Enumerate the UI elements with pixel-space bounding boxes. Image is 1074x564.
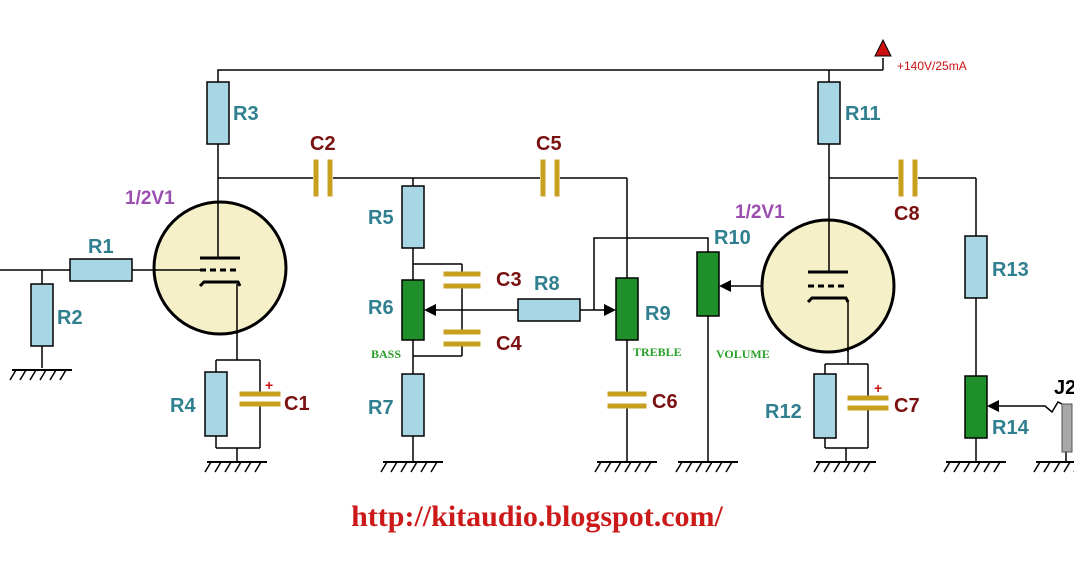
ground-symbol-stage2	[813, 461, 877, 473]
wiper-arrow-r10-icon	[719, 280, 731, 292]
ground-symbol-r14	[943, 461, 1007, 473]
label-r11: R11	[845, 103, 881, 125]
wiper-arrow-r14-icon	[987, 400, 999, 412]
potentiometer-r10	[696, 251, 720, 317]
resistor-r11	[817, 81, 841, 145]
label-r6: R6	[368, 297, 394, 319]
label-r5: R5	[368, 207, 394, 229]
label-treble: TREBLE	[633, 345, 682, 359]
wiper-arrow-r9-icon	[604, 304, 616, 316]
label-volume: VOLUME	[716, 347, 770, 361]
potentiometer-r9	[615, 277, 639, 341]
capacitor-c3	[443, 271, 481, 289]
label-c4: C4	[496, 333, 522, 355]
potentiometer-r14	[964, 375, 988, 439]
ground-symbol-c6	[594, 461, 658, 473]
ground-symbol-r10	[675, 461, 739, 473]
resistor-r7	[401, 373, 425, 437]
label-c3: C3	[496, 269, 522, 291]
tube-label-left: 1/2V1	[125, 188, 175, 209]
resistor-r1	[69, 258, 133, 282]
resistor-r5	[401, 185, 425, 249]
capacitor-c6	[607, 391, 647, 409]
ground-symbol-r7	[380, 461, 444, 473]
resistor-r2	[30, 283, 54, 347]
tube-v1-right	[760, 218, 896, 354]
resistor-r3	[206, 81, 230, 145]
wiper-arrow-r6-icon	[424, 304, 436, 316]
label-r3: R3	[233, 103, 259, 125]
capacitor-c8	[898, 159, 918, 197]
resistor-r8	[517, 298, 581, 322]
resistor-r4	[204, 371, 228, 437]
capacitor-c4	[443, 329, 481, 347]
label-r14: R14	[992, 417, 1030, 439]
supply-arrow-icon	[874, 38, 892, 57]
polarity-plus-c1: +	[265, 377, 273, 393]
label-c6: C6	[652, 391, 678, 413]
ground-symbol-r2	[9, 369, 73, 381]
ground-symbols	[9, 369, 1074, 473]
capacitor-c2	[313, 159, 333, 197]
label-bass: BASS	[371, 347, 401, 361]
connector-j2-plug	[1061, 403, 1073, 453]
blog-url: http://kitaudio.blogspot.com/	[351, 500, 723, 533]
ground-symbol-stage1	[204, 461, 268, 473]
resistor-r12	[813, 373, 837, 439]
label-c8: C8	[894, 203, 920, 225]
label-r8: R8	[534, 273, 560, 295]
label-c2: C2	[310, 133, 336, 155]
capacitor-c7	[847, 395, 889, 411]
label-r1: R1	[88, 236, 114, 258]
label-r4: R4	[170, 395, 196, 417]
label-j2: J2	[1054, 377, 1074, 399]
label-r9: R9	[645, 303, 671, 325]
label-r13: R13	[992, 259, 1029, 281]
label-c7: C7	[894, 395, 920, 417]
ground-symbol-j2	[1033, 461, 1074, 473]
capacitor-c1	[239, 391, 281, 407]
potentiometer-r6	[401, 279, 425, 341]
label-c1: C1	[284, 393, 310, 415]
label-r12: R12	[765, 401, 802, 423]
label-r7: R7	[368, 397, 394, 419]
capacitor-c5	[540, 159, 560, 197]
label-r10: R10	[714, 227, 751, 249]
tube-v1-left	[152, 200, 288, 336]
tube-label-right: 1/2V1	[735, 202, 785, 223]
polarity-plus-c7: +	[874, 380, 882, 396]
supply-label: +140V/25mA	[897, 59, 967, 73]
label-c5: C5	[536, 133, 562, 155]
resistor-r13	[964, 235, 988, 299]
label-r2: R2	[57, 307, 83, 329]
